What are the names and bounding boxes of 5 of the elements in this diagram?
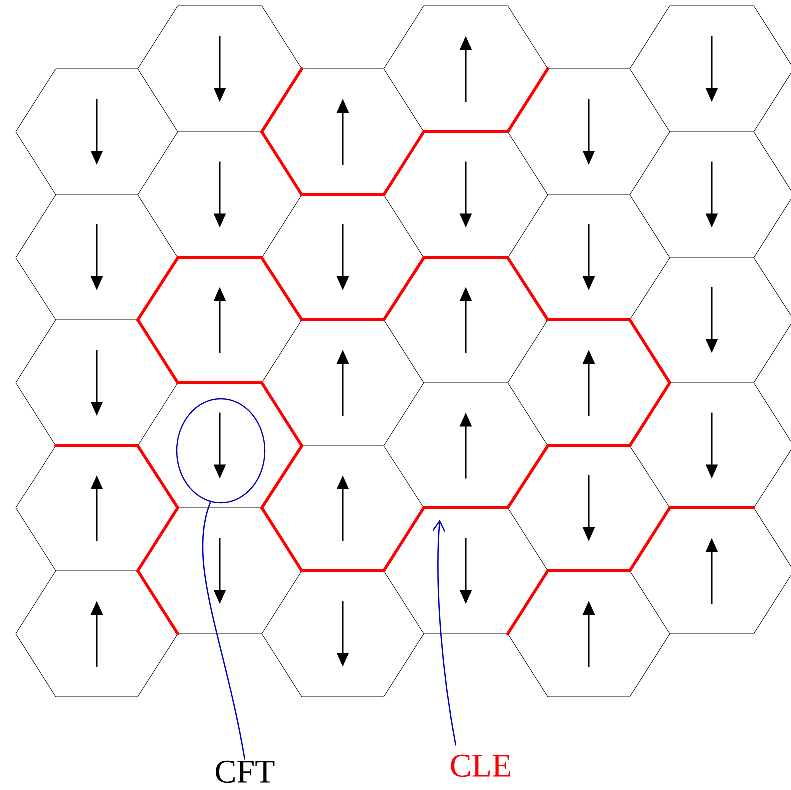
leader-line	[202, 501, 246, 760]
label-text: CFT	[216, 760, 275, 784]
hand-drawn-loop	[176, 398, 266, 504]
leader-arrow	[432, 520, 457, 746]
label-text: CLE	[451, 754, 511, 778]
